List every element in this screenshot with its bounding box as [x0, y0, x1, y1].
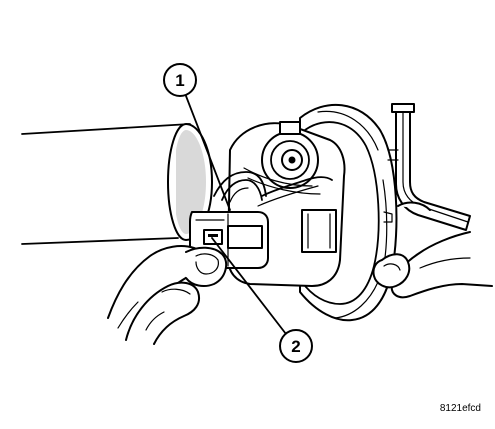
callout-2-leader — [211, 237, 287, 335]
wiring-harness — [213, 171, 333, 207]
callout-2: 2 — [211, 237, 313, 363]
callout-1: 1 — [163, 63, 231, 211]
figure-id: 8121efcd — [439, 403, 481, 414]
callout-1-leader — [185, 95, 231, 211]
pump-cylinder — [21, 123, 213, 245]
callout-1-label: 1 — [175, 71, 184, 90]
callout-1-circle — [163, 63, 197, 97]
fuel-tube — [387, 103, 471, 231]
callout-2-circle — [279, 329, 313, 363]
hand-left — [107, 245, 228, 345]
callout-2-label: 2 — [291, 337, 300, 356]
hand-right — [372, 201, 493, 299]
